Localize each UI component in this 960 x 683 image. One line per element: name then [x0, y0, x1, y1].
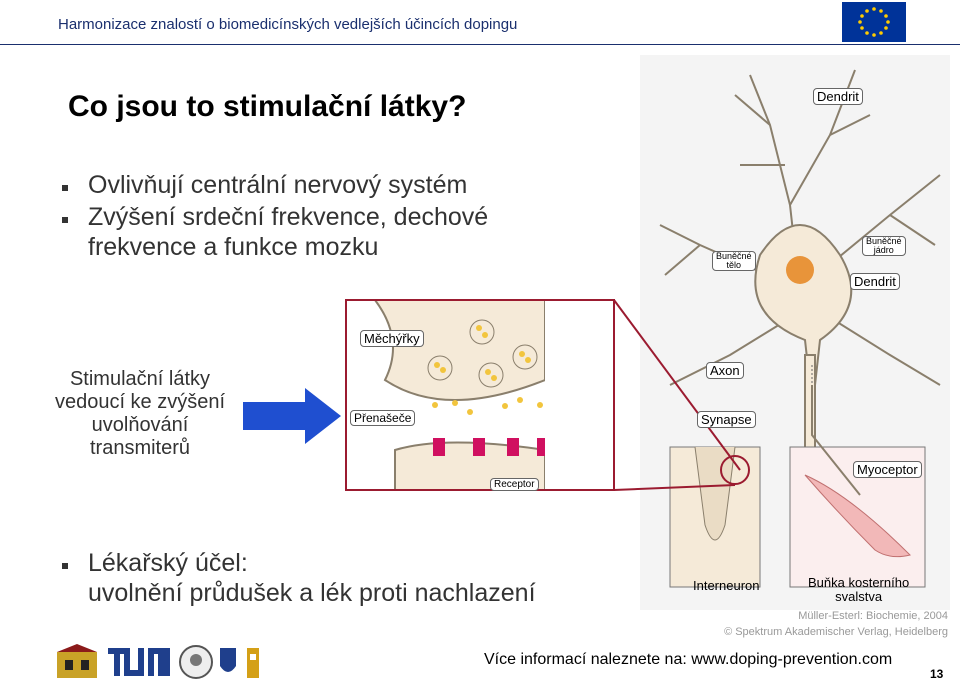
label-line: Buněčné — [866, 236, 902, 246]
tower-logo-icon — [247, 648, 259, 678]
label-dendrit-top: Dendrit — [813, 88, 863, 105]
label-bunecne-jadro: Buněčné jádro — [862, 236, 906, 256]
header-title: Harmonizace znalostí o biomedicínských v… — [58, 16, 518, 33]
footer-info: Více informací naleznete na: www.doping-… — [484, 651, 893, 668]
seal-logo-icon — [179, 645, 213, 679]
bullet-cns: Ovlivňují centrální nervový systém — [88, 171, 468, 199]
blue-arrow-icon — [243, 388, 341, 444]
label-receptor: Receptor — [490, 478, 539, 491]
tum-logo-icon — [108, 648, 170, 676]
stimulant-description: Stimulační látky vedoucí ke zvýšení uvol… — [40, 368, 240, 460]
slide-title: Co jsou to stimulační látky? — [68, 90, 467, 123]
credit-line: Müller-Esterl: Biochemie, 2004 — [798, 610, 948, 622]
label-interneuron: Interneuron — [693, 578, 760, 593]
bullet-medical-purpose-cont: uvolnění průdušek a lék proti nachlazení — [88, 579, 536, 607]
label-dendrit-mid: Dendrit — [850, 273, 900, 290]
label-prenasece: Přenašeče — [350, 410, 416, 426]
shield-logo-icon — [220, 648, 236, 672]
side-text-line: uvolňování — [91, 414, 189, 436]
side-text-line: transmiterů — [89, 437, 191, 459]
neuron-diagram — [640, 55, 950, 610]
univ-logo-icon — [57, 644, 97, 678]
label-mechyrky: Měchýřky — [360, 330, 424, 347]
side-text-line: vedoucí ke zvýšení — [54, 391, 226, 413]
label-line: Buněčné — [716, 251, 752, 261]
label-line: svalstva — [835, 589, 883, 604]
label-axon: Axon — [706, 362, 744, 379]
bullet-medical-purpose: Lékařský účel: — [88, 549, 248, 577]
bullet-marker — [62, 217, 68, 223]
zoom-frame — [345, 299, 741, 491]
label-line: Buňka kosterního — [808, 575, 910, 590]
label-bunka-kosterniho: Buňka kosterního svalstva — [808, 576, 909, 604]
page-number: 13 — [930, 667, 944, 681]
image-credit: Müller-Esterl: Biochemie, 2004 © Spektru… — [700, 608, 948, 640]
label-bunecne-telo: Buněčné tělo — [712, 251, 756, 271]
bullet-marker — [62, 185, 68, 191]
label-line: jádro — [873, 245, 894, 255]
eu-flag-icon — [842, 2, 906, 42]
label-synapse: Synapse — [697, 411, 756, 428]
header-divider — [0, 44, 960, 45]
credit-line: © Spektrum Akademischer Verlag, Heidelbe… — [724, 626, 948, 638]
label-line: tělo — [726, 260, 742, 270]
label-myoceptor: Myoceptor — [853, 461, 922, 478]
bullet-marker — [62, 563, 68, 569]
side-text-line: Stimulační látky — [69, 368, 211, 390]
bullet-heart-rate: Zvýšení srdeční frekvence, dechové — [88, 203, 489, 231]
bullet-heart-rate-cont: frekvence a funkce mozku — [88, 233, 379, 261]
